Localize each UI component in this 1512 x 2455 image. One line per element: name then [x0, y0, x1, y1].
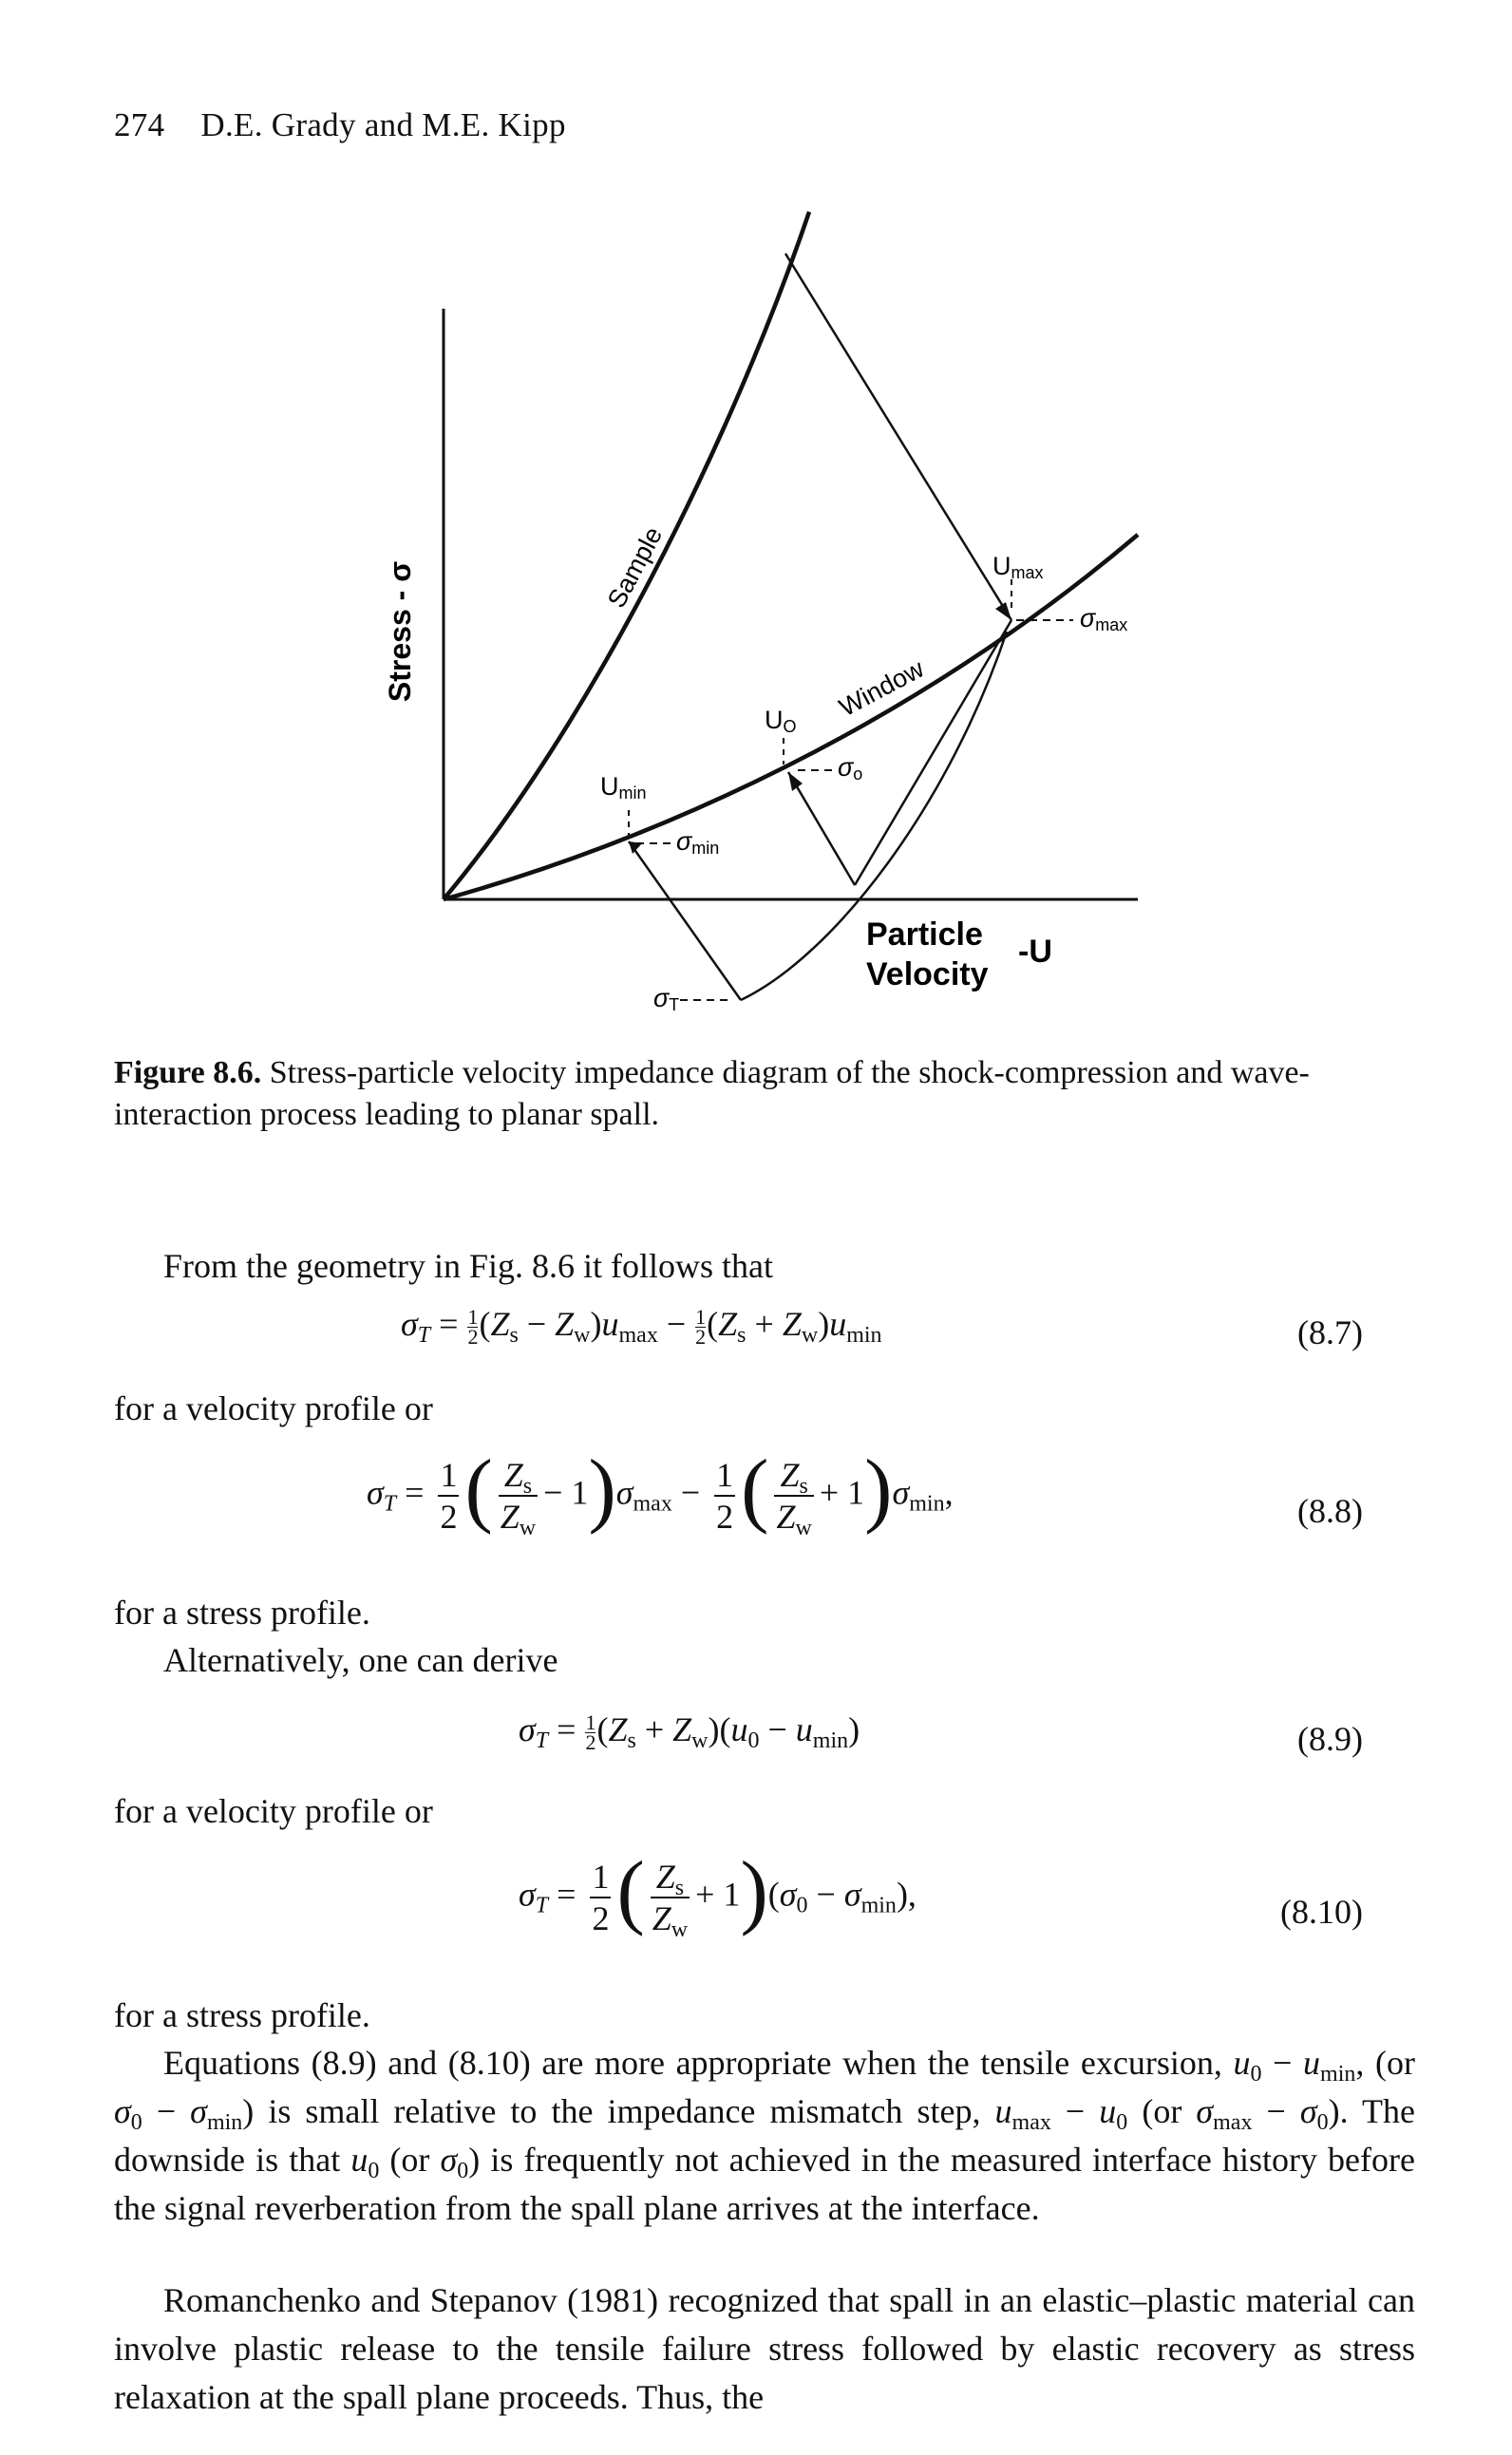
paragraph-intro: From the geometry in Fig. 8.6 it follows…: [163, 1247, 773, 1285]
paragraph-alt-intro: Alternatively, one can derive: [163, 1641, 558, 1679]
wave-line-to-u0: [786, 771, 857, 886]
paragraph-romanchenko: Romanchenko and Stepanov (1981) recogniz…: [114, 2281, 1415, 2416]
impedance-diagram-figure: Stress - σ Sample Window Umax σmax UO σo…: [383, 211, 1140, 1014]
wave-line-to-umax: [784, 253, 1013, 621]
x-axis-label-line2: Velocity: [866, 956, 989, 992]
equation-8-7-number: (8.7): [1297, 1313, 1363, 1351]
running-head-authors: D.E. Grady and M.E. Kipp: [200, 106, 566, 143]
page-number: 274: [114, 106, 165, 143]
arrowhead-umax: [995, 602, 1011, 620]
u0-label: UO: [765, 706, 797, 736]
window-curve-label: Window: [835, 653, 929, 722]
umin-label: Umin: [600, 772, 647, 803]
paragraph-after-eq-8-7: for a velocity profile or: [114, 1389, 433, 1427]
equation-8-8-number: (8.8): [1297, 1492, 1363, 1530]
sigma-t-label: σT: [653, 984, 679, 1014]
figure-caption: Figure 8.6. Stress-particle velocity imp…: [114, 1052, 1415, 1136]
sample-curve: [442, 211, 812, 901]
wave-line-to-umin: [627, 840, 743, 1001]
arrowhead-u0: [788, 772, 803, 791]
figure-caption-text: Stress-particle velocity impedance diagr…: [114, 1055, 1310, 1132]
umax-label: Umax: [992, 552, 1044, 582]
paragraph-after-eq-8-8: for a stress profile.: [114, 1594, 370, 1632]
paragraph-after-eq-8-10: for a stress profile.: [114, 1996, 370, 2034]
figure-caption-label: Figure 8.6.: [114, 1055, 262, 1090]
x-axis-symbol: -U: [1018, 934, 1052, 970]
tensile-release-arc: [740, 631, 1009, 1002]
window-curve: [443, 533, 1140, 902]
y-axis-label: Stress - σ: [383, 561, 417, 702]
wave-line-reflected: [853, 619, 1013, 886]
x-axis-label-line1: Particle: [866, 916, 983, 953]
sigma-0-label: σo: [838, 753, 862, 784]
equation-8-10-number: (8.10): [1280, 1893, 1363, 1931]
equation-8-9-number: (8.9): [1297, 1720, 1363, 1758]
running-head: 274 D.E. Grady and M.E. Kipp: [114, 106, 566, 144]
sigma-min-label: σmin: [676, 827, 719, 858]
sigma-max-label: σmax: [1080, 604, 1127, 634]
paragraph-after-eq-8-9: for a velocity profile or: [114, 1792, 433, 1830]
arrowhead-umin: [629, 841, 642, 854]
paragraph-equations-discussion: Equations (8.9) and (8.10) are more appr…: [114, 2044, 1415, 2227]
